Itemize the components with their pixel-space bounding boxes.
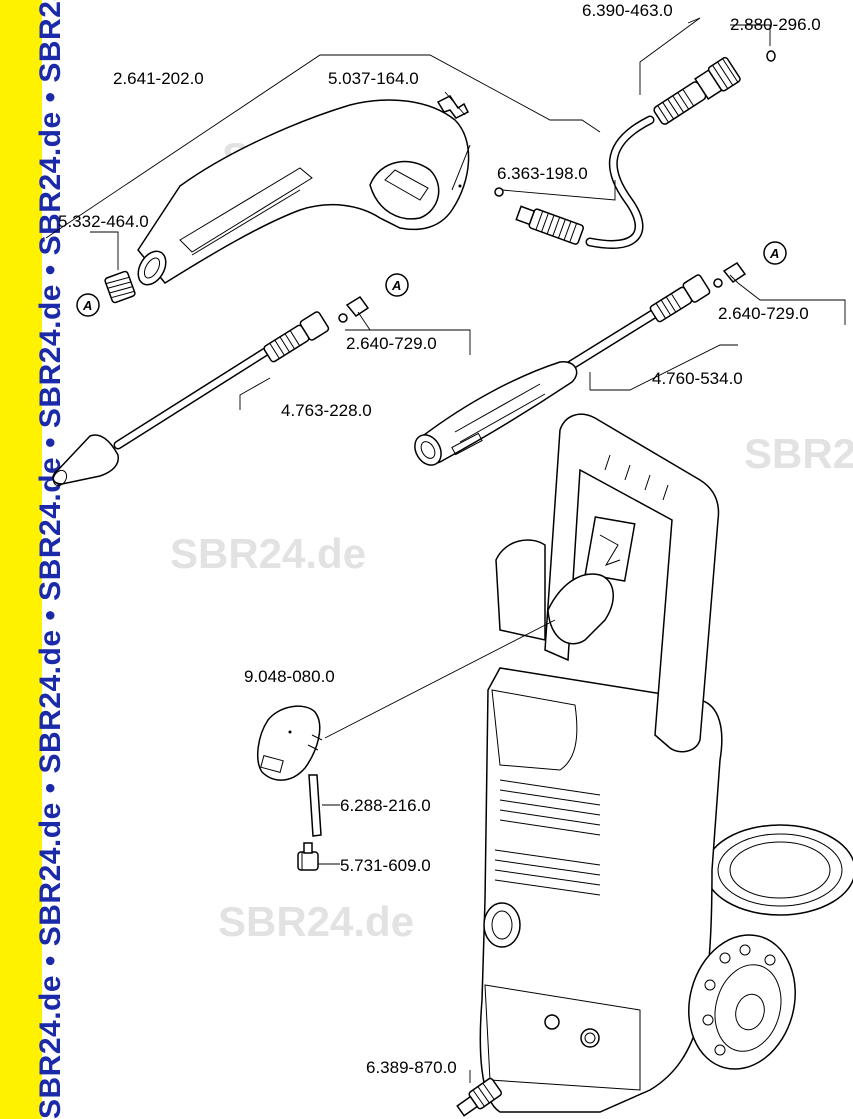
part-number-label: 6.390-463.0 xyxy=(582,1,673,20)
extension-lance xyxy=(414,261,747,466)
svg-text:A: A xyxy=(769,246,779,261)
sidebar-banner: SBR24.de • SBR24.de • SBR24.de • SBR24.d… xyxy=(0,0,67,1119)
part-labels: 6.390-463.0 2.880-296.0 2.641-202.0 5.03… xyxy=(58,1,821,1077)
badge-a: A xyxy=(385,273,409,297)
insert xyxy=(297,842,319,871)
leader-lines xyxy=(45,17,846,1083)
part-number-label: 2.880-296.0 xyxy=(730,15,821,34)
badge-a: A xyxy=(763,241,787,265)
watermark: SBR2 xyxy=(744,430,853,477)
part-number-label: 5.332-464.0 xyxy=(58,212,149,231)
part-number-label: 6.389-870.0 xyxy=(366,1058,457,1077)
part-number-label: 9.048-080.0 xyxy=(244,667,335,686)
svg-text:A: A xyxy=(82,298,92,313)
part-number-label: 5.037-164.0 xyxy=(328,69,419,88)
part-number-label: 2.640-729.0 xyxy=(346,334,437,353)
part-number-label: 6.363-198.0 xyxy=(497,164,588,183)
watermark: SBR24.de xyxy=(170,530,366,577)
rod xyxy=(308,774,322,837)
hose-assembly xyxy=(494,50,776,249)
part-number-label: 4.763-228.0 xyxy=(281,401,372,420)
part-number-label: 2.641-202.0 xyxy=(113,69,204,88)
part-number-label: 2.640-729.0 xyxy=(718,304,809,323)
svg-text:A: A xyxy=(391,278,401,293)
badge-a: A xyxy=(76,293,100,317)
switch-cap xyxy=(256,705,323,781)
spray-lance xyxy=(52,295,370,487)
garden-hose-coupling xyxy=(456,1077,503,1117)
part-number-label: 6.288-216.0 xyxy=(340,796,431,815)
part-number-label: 5.731-609.0 xyxy=(340,856,431,875)
pressure-washer-unit xyxy=(479,413,853,1113)
part-number-label: 4.760-534.0 xyxy=(652,369,743,388)
watermark: SBR24.de xyxy=(218,898,414,945)
trigger-gun xyxy=(104,95,471,304)
